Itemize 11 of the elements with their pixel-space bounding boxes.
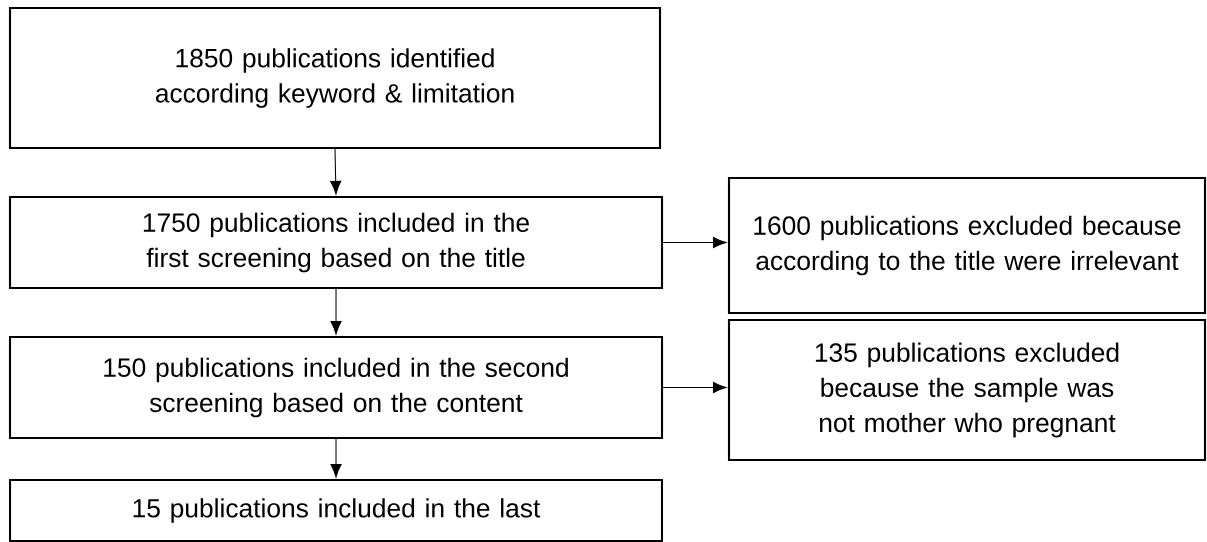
process-box: 15 publications included in the last (8, 478, 664, 542)
arrow (330, 438, 342, 478)
arrow (330, 288, 342, 335)
process-box: 150 publications included in the second screening based on the content (8, 335, 664, 440)
process-box: 1600 publications excluded because according to the title were irrelevant (727, 176, 1207, 315)
process-box: 135 publications excluded because the sample was not mother who pregnant (727, 318, 1207, 462)
process-box: 1850 publications identified according keyword & limitation (8, 6, 662, 150)
arrow (662, 236, 727, 249)
arrow (330, 148, 342, 195)
process-box: 1750 publications included in the first screening based on the title (8, 195, 664, 290)
arrow (662, 381, 727, 394)
